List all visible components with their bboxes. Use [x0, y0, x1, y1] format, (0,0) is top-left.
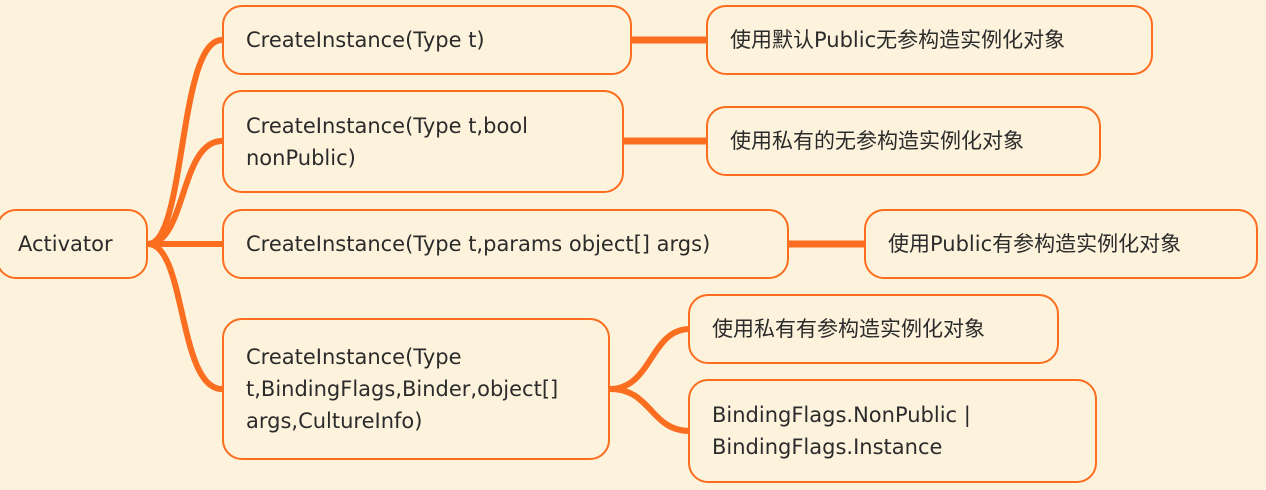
- leaf-node-label: 使用Public有参构造实例化对象: [888, 232, 1182, 256]
- branch-node-createinstance-params[interactable]: CreateInstance(Type t,params object[] ar…: [222, 209, 789, 279]
- leaf-node-label: BindingFlags.NonPublic | BindingFlags.In…: [712, 403, 971, 459]
- branch-node-createinstance-nonpublic[interactable]: CreateInstance(Type t,bool nonPublic): [222, 90, 624, 193]
- branch-node-label: CreateInstance(Type t,bool nonPublic): [246, 113, 528, 170]
- connector-root-to-branch-1: [145, 37, 225, 247]
- connector-branch-4-to-leaf-1: [607, 326, 693, 392]
- leaf-node-label: 使用私有的无参构造实例化对象: [730, 129, 1024, 153]
- branch-node-createinstance-bindingflags[interactable]: CreateInstance(Type t,BindingFlags,Binde…: [222, 318, 610, 460]
- leaf-node-public-param-ctor[interactable]: 使用Public有参构造实例化对象: [864, 209, 1258, 279]
- root-node-activator[interactable]: Activator: [0, 209, 148, 279]
- branch-node-label: CreateInstance(Type t): [246, 28, 485, 52]
- branch-node-label: CreateInstance(Type t,params object[] ar…: [246, 232, 711, 256]
- leaf-node-public-default-ctor[interactable]: 使用默认Public无参构造实例化对象: [706, 5, 1153, 75]
- leaf-node-bindingflags-nonpublic-instance[interactable]: BindingFlags.NonPublic | BindingFlags.In…: [688, 379, 1097, 483]
- connector-root-to-branch-2: [145, 138, 225, 247]
- root-node-label: Activator: [18, 232, 113, 256]
- branch-node-label: CreateInstance(Type t,BindingFlags,Binde…: [246, 345, 559, 433]
- leaf-node-private-param-ctor[interactable]: 使用私有有参构造实例化对象: [688, 294, 1059, 364]
- leaf-node-label: 使用默认Public无参构造实例化对象: [730, 28, 1066, 52]
- branch-node-createinstance-type[interactable]: CreateInstance(Type t): [222, 5, 632, 75]
- connector-root-to-branch-4: [145, 241, 225, 392]
- connector-branch-4-to-leaf-2: [607, 386, 693, 434]
- leaf-node-label: 使用私有有参构造实例化对象: [712, 317, 985, 341]
- leaf-node-private-default-ctor[interactable]: 使用私有的无参构造实例化对象: [706, 106, 1101, 176]
